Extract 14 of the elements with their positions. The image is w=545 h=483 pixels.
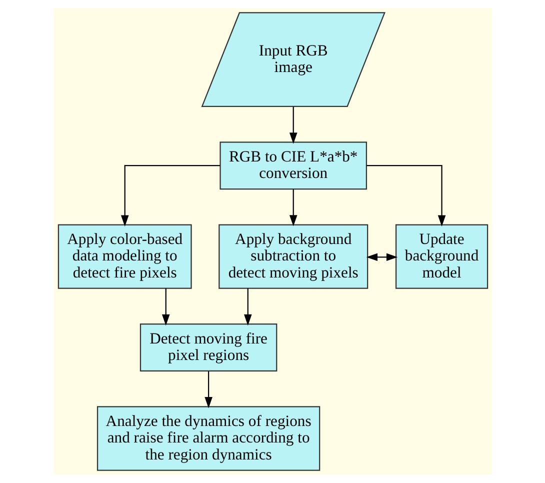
arrow [120,165,220,226]
arrow [288,106,297,144]
arrow [243,288,252,326]
arrow [161,288,170,326]
arrow [366,253,398,262]
node-box: Update background model [394,224,488,289]
node-box: RGB to CIE L*a*b* conversion [219,142,367,190]
arrow [288,190,297,226]
node-box: Apply color-based data modeling to detect fire pixels [57,224,192,289]
arrow [204,371,212,408]
node-box: Apply background subtraction to detect moving pixels [218,224,368,289]
node-box: Analyze the dynamics of regions and raise fire alarm according to the region dynamics [96,406,320,471]
node-box: Detect moving fire pixel regions [139,324,277,372]
arrow [366,165,446,226]
